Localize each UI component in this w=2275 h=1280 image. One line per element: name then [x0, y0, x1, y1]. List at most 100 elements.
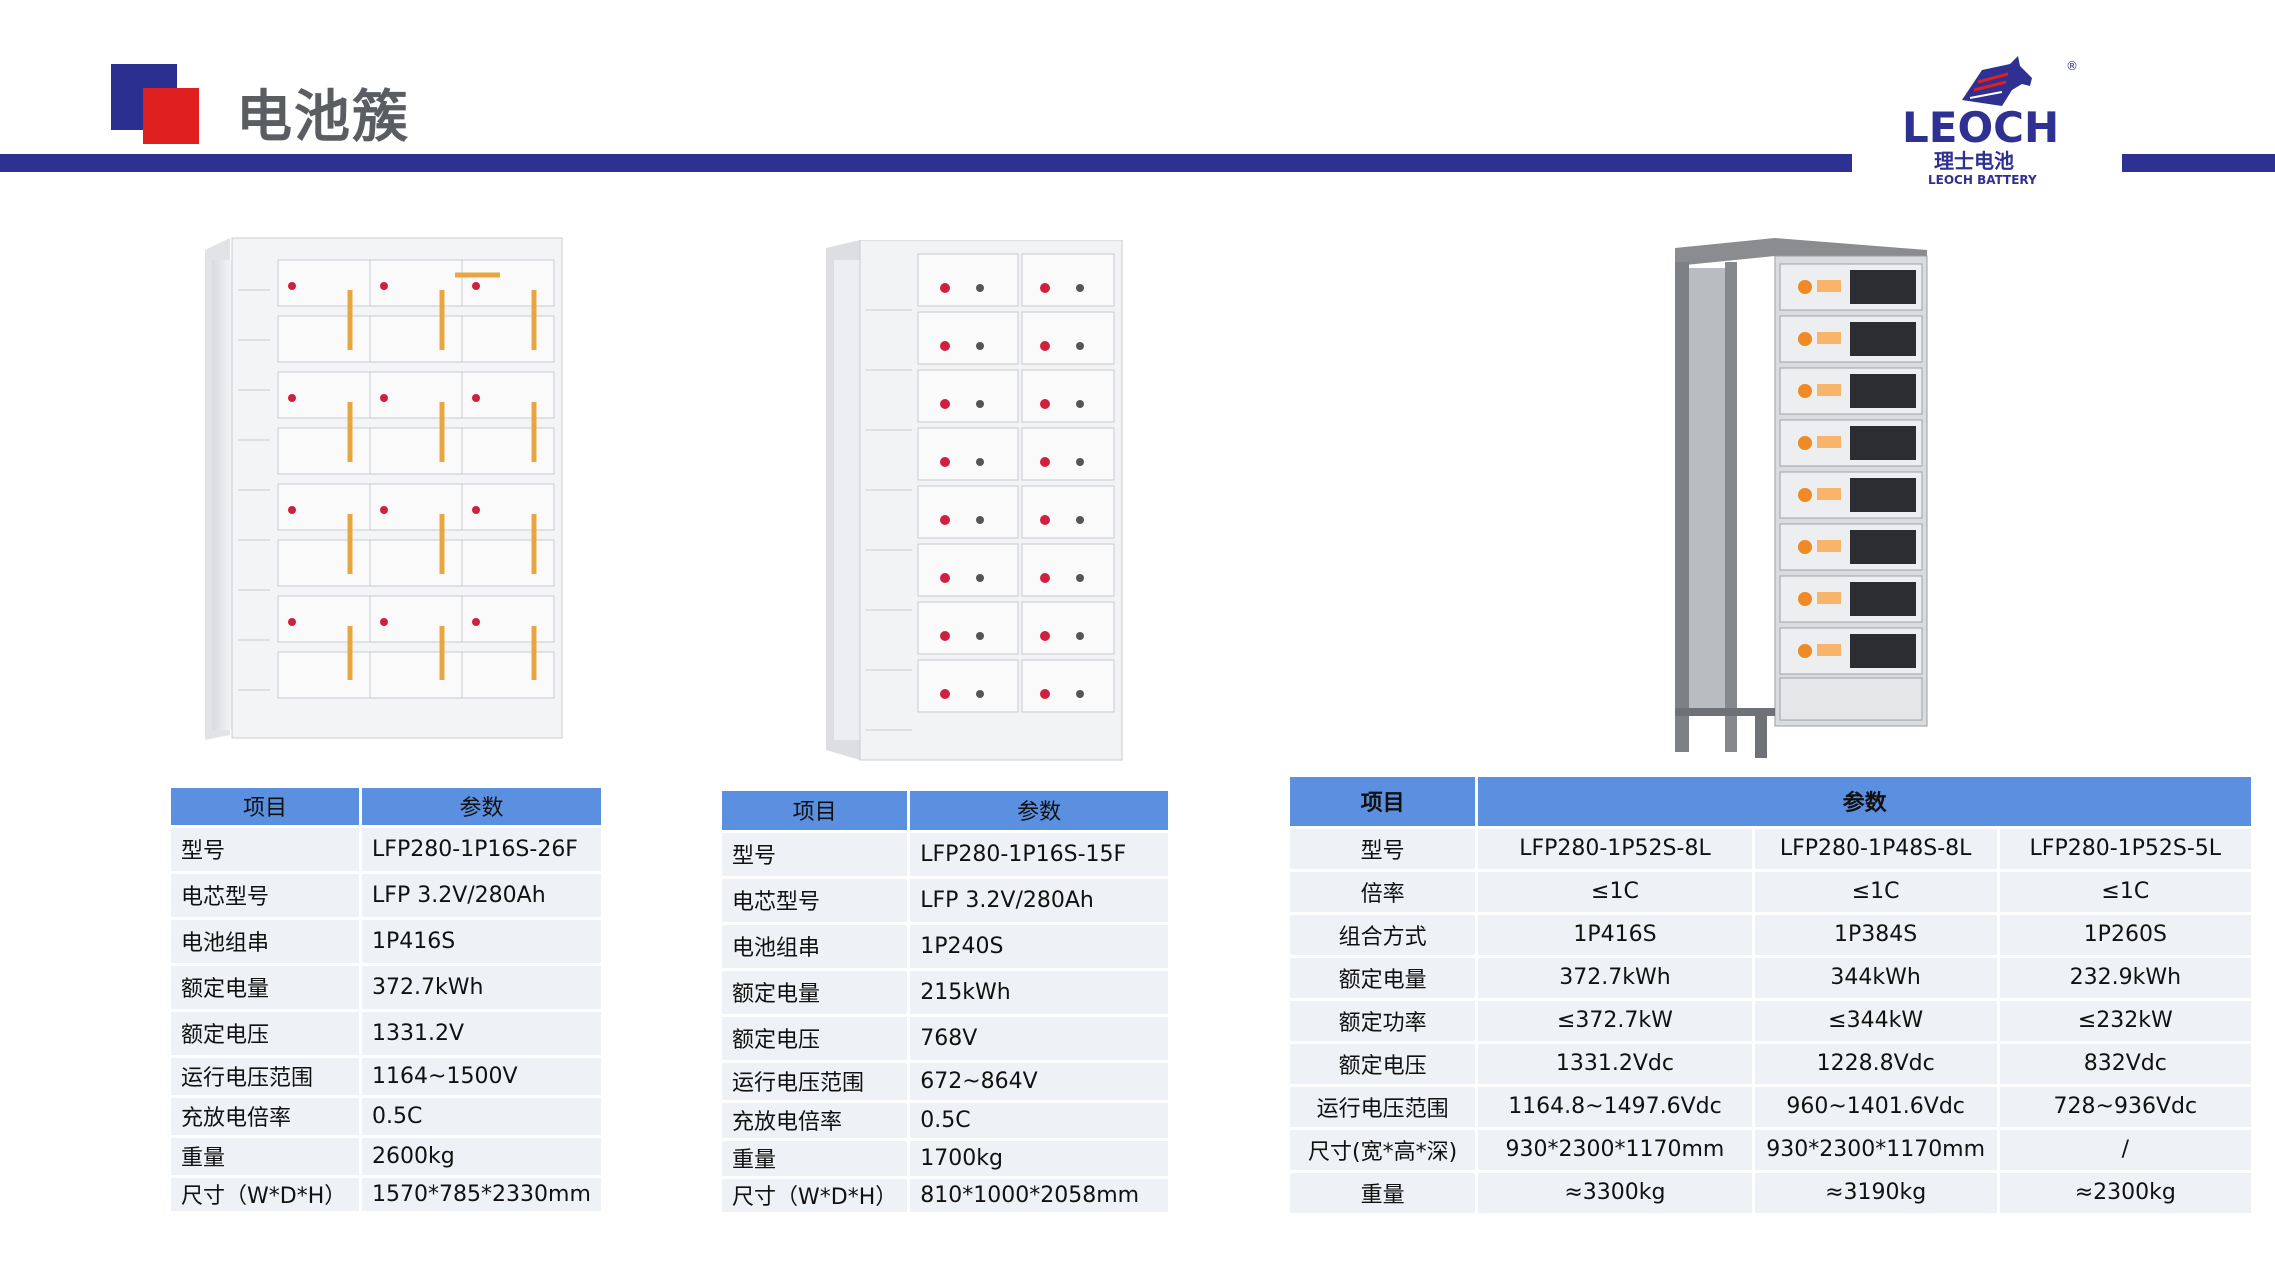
- row-value: LFP280-1P52S-5L: [1998, 827, 2255, 872]
- row-value: 0.5C: [908, 1101, 1171, 1141]
- row-value: 728~936Vdc: [1998, 1085, 2255, 1130]
- table-row: 尺寸（W*D*H）1570*785*2330mm: [171, 1176, 604, 1214]
- row-label: 重量: [171, 1136, 363, 1178]
- row-value: ≤1C: [1998, 870, 2255, 915]
- row-label: 充放电倍率: [722, 1101, 911, 1141]
- table-row: 倍率≤1C≤1C≤1C: [1290, 870, 2255, 915]
- row-value: 810*1000*2058mm: [908, 1177, 1171, 1215]
- row-value: LFP280-1P16S-15F: [908, 831, 1171, 879]
- svg-text:LEOCH: LEOCH: [1902, 103, 2059, 152]
- leoch-logo: LEOCH ® 理士电池 LEOCH BATTERY: [1890, 50, 2090, 190]
- row-label: 运行电压范围: [171, 1056, 363, 1098]
- row-label: 重量: [722, 1139, 911, 1179]
- row-label: 尺寸(宽*高*深): [1290, 1128, 1479, 1173]
- table1-header-item: 项目: [171, 788, 363, 828]
- row-value: 1700kg: [908, 1139, 1171, 1179]
- row-label: 额定电压: [171, 1010, 363, 1058]
- header-rule-left: [0, 154, 1852, 172]
- svg-text:LEOCH BATTERY: LEOCH BATTERY: [1928, 173, 2037, 187]
- battery-cluster-image-2: [820, 239, 1130, 765]
- row-label: 型号: [171, 826, 363, 874]
- row-label: 电池组串: [171, 918, 363, 966]
- row-value: 344kWh: [1753, 956, 2000, 1001]
- row-value: /: [1998, 1128, 2255, 1173]
- row-label: 额定电压: [722, 1015, 911, 1063]
- row-value: 1228.8Vdc: [1753, 1042, 2000, 1087]
- row-label: 尺寸（W*D*H）: [171, 1176, 363, 1214]
- header-rule-right: [2122, 154, 2275, 172]
- row-value: 930*2300*1170mm: [1476, 1128, 1755, 1173]
- row-label: 电池组串: [722, 923, 911, 971]
- row-value: ≤232kW: [1998, 999, 2255, 1044]
- table-row: 重量≈3300kg≈3190kg≈2300kg: [1290, 1171, 2255, 1216]
- row-value: ≤1C: [1753, 870, 2000, 915]
- row-value: 832Vdc: [1998, 1042, 2255, 1087]
- row-label: 运行电压范围: [1290, 1085, 1479, 1130]
- row-label: 重量: [1290, 1171, 1479, 1216]
- row-label: 额定电压: [1290, 1042, 1479, 1087]
- row-label: 额定功率: [1290, 999, 1479, 1044]
- table-row: 尺寸（W*D*H）810*1000*2058mm: [722, 1177, 1171, 1215]
- row-value: 1164~1500V: [360, 1056, 604, 1098]
- row-value: 1164.8~1497.6Vdc: [1476, 1085, 1755, 1130]
- row-value: 1P260S: [1998, 913, 2255, 958]
- battery-cluster-image-1: [160, 230, 605, 750]
- row-label: 电芯型号: [722, 877, 911, 925]
- row-value: 1P416S: [360, 918, 604, 966]
- page-title: 电池簇: [236, 85, 410, 150]
- row-value: ≤372.7kW: [1476, 999, 1755, 1044]
- battery-cluster-image-3: [1665, 238, 1930, 758]
- row-value: 1331.2V: [360, 1010, 604, 1058]
- row-value: LFP280-1P52S-8L: [1476, 827, 1755, 872]
- row-value: ≤344kW: [1753, 999, 2000, 1044]
- row-value: 960~1401.6Vdc: [1753, 1085, 2000, 1130]
- row-value: 1P240S: [908, 923, 1171, 971]
- table-row: 额定功率≤372.7kW≤344kW≤232kW: [1290, 999, 2255, 1044]
- row-value: 0.5C: [360, 1096, 604, 1138]
- row-value: 372.7kWh: [360, 964, 604, 1012]
- row-value: 215kWh: [908, 969, 1171, 1017]
- row-label: 额定电量: [722, 969, 911, 1017]
- row-label: 充放电倍率: [171, 1096, 363, 1138]
- row-value: LFP 3.2V/280Ah: [360, 872, 604, 920]
- row-value: 1P416S: [1476, 913, 1755, 958]
- table1-header-param: 参数: [360, 788, 604, 828]
- row-value: 1570*785*2330mm: [360, 1176, 604, 1214]
- svg-text:理士电池: 理士电池: [1934, 149, 2014, 173]
- row-value: 2600kg: [360, 1136, 604, 1178]
- row-label: 电芯型号: [171, 872, 363, 920]
- row-value: ≈2300kg: [1998, 1171, 2255, 1216]
- table3-header-param: 参数: [1476, 777, 2254, 829]
- row-value: 1331.2Vdc: [1476, 1042, 1755, 1087]
- title-decor-red-square: [144, 89, 198, 143]
- row-label: 运行电压范围: [722, 1061, 911, 1103]
- row-label: 型号: [722, 831, 911, 879]
- row-value: 930*2300*1170mm: [1753, 1128, 2000, 1173]
- table3-header-item: 项目: [1290, 777, 1479, 829]
- row-value: ≤1C: [1476, 870, 1755, 915]
- row-value: 372.7kWh: [1476, 956, 1755, 1001]
- row-value: ≈3300kg: [1476, 1171, 1755, 1216]
- table2-header-param: 参数: [908, 791, 1171, 833]
- table2-header-item: 项目: [722, 791, 911, 833]
- row-label: 倍率: [1290, 870, 1479, 915]
